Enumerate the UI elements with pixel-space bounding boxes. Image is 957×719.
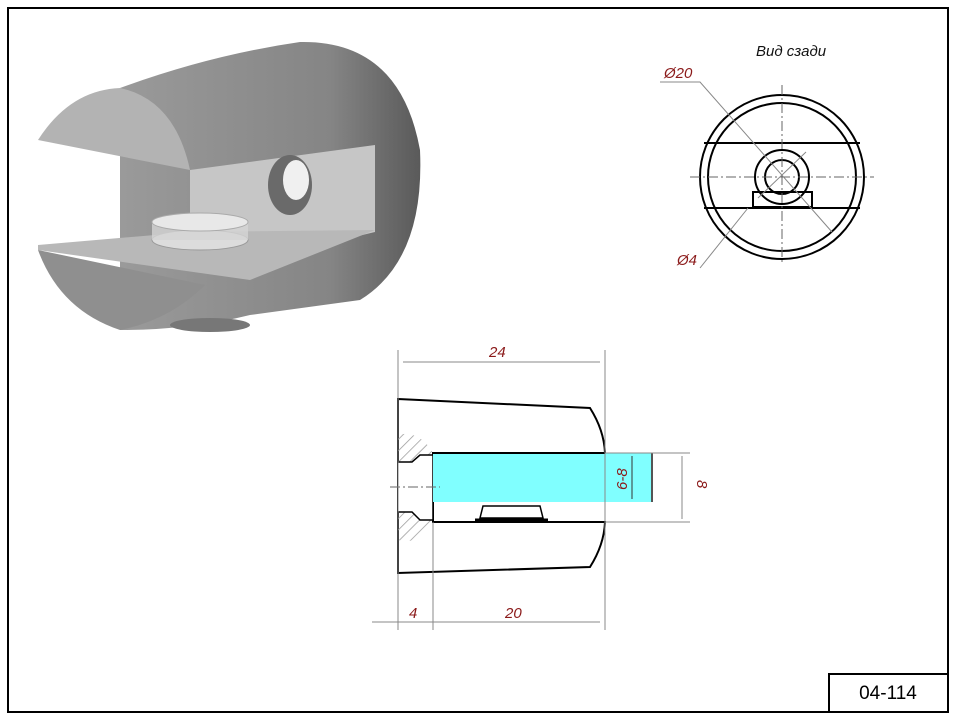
part-number: 04-114: [859, 683, 917, 704]
dim-back-thickness: 4: [409, 605, 417, 622]
dim-outer-diameter: Ø20: [663, 65, 693, 82]
back-view-title: Вид сзади: [756, 43, 827, 60]
section-view: 24 4 20 6-8 8: [372, 344, 710, 630]
title-block: [828, 673, 949, 713]
dim-total-length: 24: [488, 344, 506, 361]
drawing-frame: [7, 7, 949, 713]
dim-slot-width: 8: [693, 480, 710, 489]
dim-slot-depth: 20: [504, 605, 522, 622]
dim-glass-thickness: 6-8: [614, 468, 631, 490]
back-view: Вид сзади Ø20 Ø4: [660, 43, 874, 269]
dim-hole-diameter: Ø4: [676, 252, 697, 269]
render-3d: [38, 41, 421, 332]
lower-jaw-face: [38, 250, 205, 330]
upper-jaw-face: [38, 88, 190, 170]
glass-panel: [433, 453, 653, 502]
lower-jaw-top: [38, 230, 375, 280]
